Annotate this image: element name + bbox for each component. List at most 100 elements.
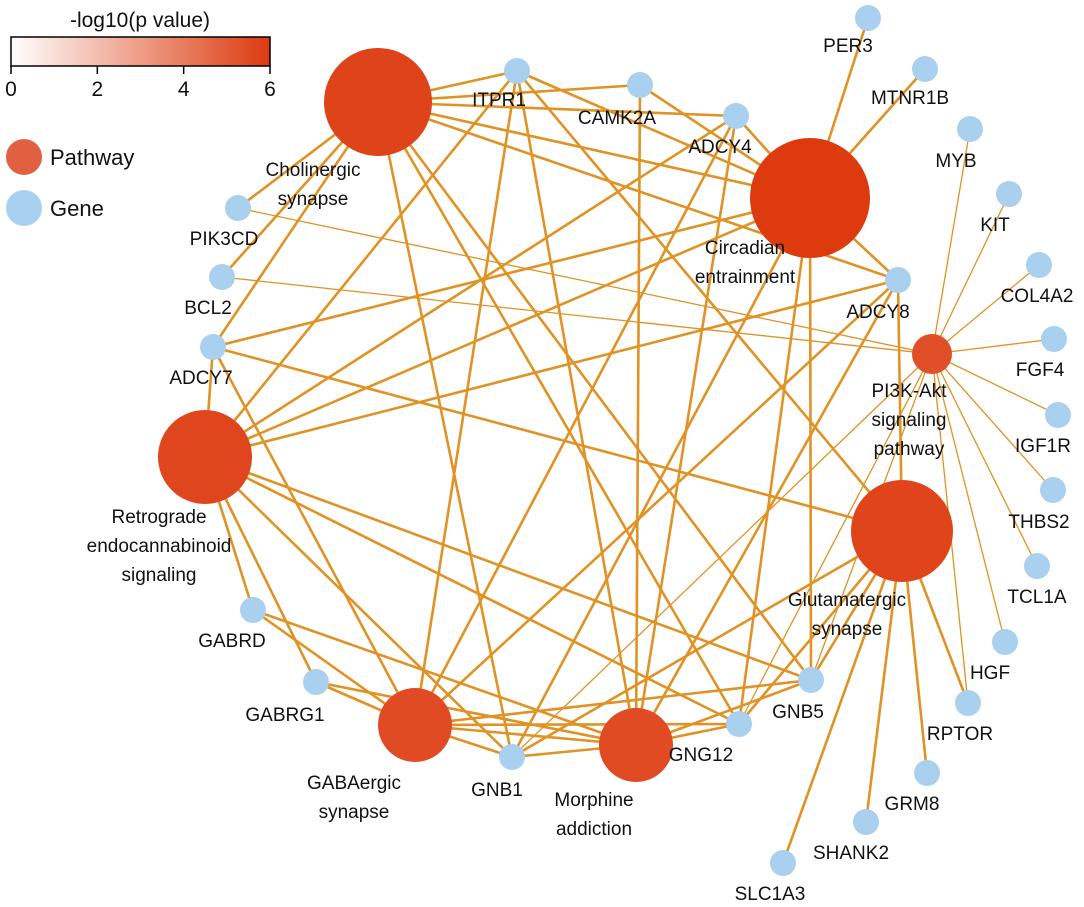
gene-node-tcl1a[interactable] xyxy=(1024,553,1050,579)
node-label-line: entrainment xyxy=(695,267,796,288)
gene-node-kit[interactable] xyxy=(996,181,1022,207)
node-label-line: SHANK2 xyxy=(813,843,889,864)
pathway-label-glutamatergic: Glutamatergic synapse xyxy=(788,590,906,640)
edge-morphine-adcy4 xyxy=(634,114,738,747)
node-label-line: synapse xyxy=(812,619,883,640)
gene-node-grm8[interactable] xyxy=(914,760,940,786)
gene-node-igf1r[interactable] xyxy=(1045,402,1071,428)
gene-node-camk2a[interactable] xyxy=(627,72,653,98)
gene-label-rptor: RPTOR xyxy=(927,724,993,745)
gene-label-itpr1: ITPR1 xyxy=(472,90,526,111)
gene-node-gabrg1[interactable] xyxy=(303,669,329,695)
node-label-line: GNG12 xyxy=(669,745,733,766)
gene-node-shank2[interactable] xyxy=(853,809,879,835)
node-label-line: ADCY4 xyxy=(688,137,752,158)
edge-gabaergic-adcy8 xyxy=(413,278,900,727)
node-label-line: ADCY7 xyxy=(169,368,232,389)
gene-label-gabrd: GABRD xyxy=(198,631,266,652)
node-label-line: GRM8 xyxy=(885,794,940,815)
edge-pi3k-fgf4 xyxy=(931,338,1055,355)
edge-retrograde-adcy8 xyxy=(203,278,900,459)
node-legend: Pathway Gene xyxy=(6,139,134,226)
edge-glutamatergic-adcy7 xyxy=(211,345,904,533)
node-label-line: GABAergic xyxy=(307,773,401,794)
gene-node-rptor[interactable] xyxy=(955,690,981,716)
node-label-line: ADCY8 xyxy=(846,302,909,323)
gene-node-itpr1[interactable] xyxy=(504,58,530,84)
pathway-node-retrograde[interactable] xyxy=(158,410,252,504)
gene-node-bcl2[interactable] xyxy=(209,264,235,290)
gene-node-adcy7[interactable] xyxy=(200,334,226,360)
node-label-line: GNB1 xyxy=(471,780,523,801)
gene-label-camk2a: CAMK2A xyxy=(578,108,656,129)
node-label-line: TCL1A xyxy=(1007,587,1066,608)
gene-label-adcy7: ADCY7 xyxy=(169,368,232,389)
pathway-node-pi3k[interactable] xyxy=(912,334,952,374)
gene-label-col4a2: COL4A2 xyxy=(1001,286,1074,307)
gene-label-pik3cd: PIK3CD xyxy=(190,229,259,250)
edge-gabaergic-gnb5 xyxy=(413,678,813,727)
gene-node-slc1a3[interactable] xyxy=(770,850,796,876)
edge-glutamatergic-itpr1 xyxy=(515,69,904,533)
gene-node-fgf4[interactable] xyxy=(1041,326,1067,352)
gene-node-gnb5[interactable] xyxy=(798,667,824,693)
gene-node-thbs2[interactable] xyxy=(1040,477,1066,503)
edge-morphine-camk2a xyxy=(634,83,642,747)
color-scale-tick-label: 2 xyxy=(91,78,103,101)
node-label-line: pathway xyxy=(874,439,945,460)
node-label-line: synapse xyxy=(319,802,390,823)
color-scale-gradient-bar xyxy=(10,36,271,67)
gene-node-col4a2[interactable] xyxy=(1026,252,1052,278)
edge-gabaergic-itpr1 xyxy=(413,69,519,727)
node-label-line: Circadian xyxy=(705,238,785,259)
edge-pi3k-col4a2 xyxy=(931,264,1040,355)
gene-node-gng12[interactable] xyxy=(726,711,752,737)
gene-node-myb[interactable] xyxy=(957,116,983,142)
pathway-node-circadian[interactable] xyxy=(750,138,870,258)
gene-node-adcy8[interactable] xyxy=(885,267,911,293)
node-label-line: signaling xyxy=(872,410,947,431)
edge-cholinergic-gnb1 xyxy=(376,100,514,759)
gene-node-per3[interactable] xyxy=(855,5,881,31)
color-scale-tick-label: 4 xyxy=(178,78,190,101)
node-label-line: synapse xyxy=(278,189,349,210)
edge-gabaergic-adcy4 xyxy=(413,114,738,727)
gene-node-hgf[interactable] xyxy=(992,629,1018,655)
gene-node-mtnr1b[interactable] xyxy=(912,56,938,82)
gene-node-gabrd[interactable] xyxy=(240,597,266,623)
gene-label-thbs2: THBS2 xyxy=(1008,512,1069,533)
edge-circadian-gng12 xyxy=(737,196,812,726)
node-label-line: CAMK2A xyxy=(578,108,656,129)
node-label-line: endocannabinoid xyxy=(87,536,232,557)
edge-pi3k-bcl2 xyxy=(221,276,933,355)
gene-node-adcy4[interactable] xyxy=(723,103,749,129)
pathway-node-gabaergic[interactable] xyxy=(378,688,452,762)
node-label-line: MYB xyxy=(935,151,976,172)
edge-pi3k-tcl1a xyxy=(931,353,1038,567)
pathway-node-morphine[interactable] xyxy=(599,708,673,782)
edge-pi3k-igf1r xyxy=(931,353,1059,416)
edge-pi3k-hgf xyxy=(931,353,1006,643)
edge-cholinergic-gng12 xyxy=(376,100,741,726)
gene-label-adcy8: ADCY8 xyxy=(846,302,909,323)
node-label-line: HGF xyxy=(970,663,1010,684)
edge-pi3k-thbs2 xyxy=(931,353,1054,491)
pathway-node-cholinergic[interactable] xyxy=(324,48,432,156)
gene-label-igf1r: IGF1R xyxy=(1015,436,1071,457)
pathway-label-circadian: Circadian entrainment xyxy=(695,238,796,288)
node-label-line: Glutamatergic xyxy=(788,590,906,611)
node-label-line: THBS2 xyxy=(1008,512,1069,533)
gene-label-bcl2: BCL2 xyxy=(184,298,232,319)
pathway-node-glutamatergic[interactable] xyxy=(851,480,953,582)
gene-node-pik3cd[interactable] xyxy=(225,195,251,221)
gene-node-gnb1[interactable] xyxy=(499,744,525,770)
network-nodes xyxy=(158,5,1071,876)
edge-morphine-gabrd xyxy=(251,608,638,747)
